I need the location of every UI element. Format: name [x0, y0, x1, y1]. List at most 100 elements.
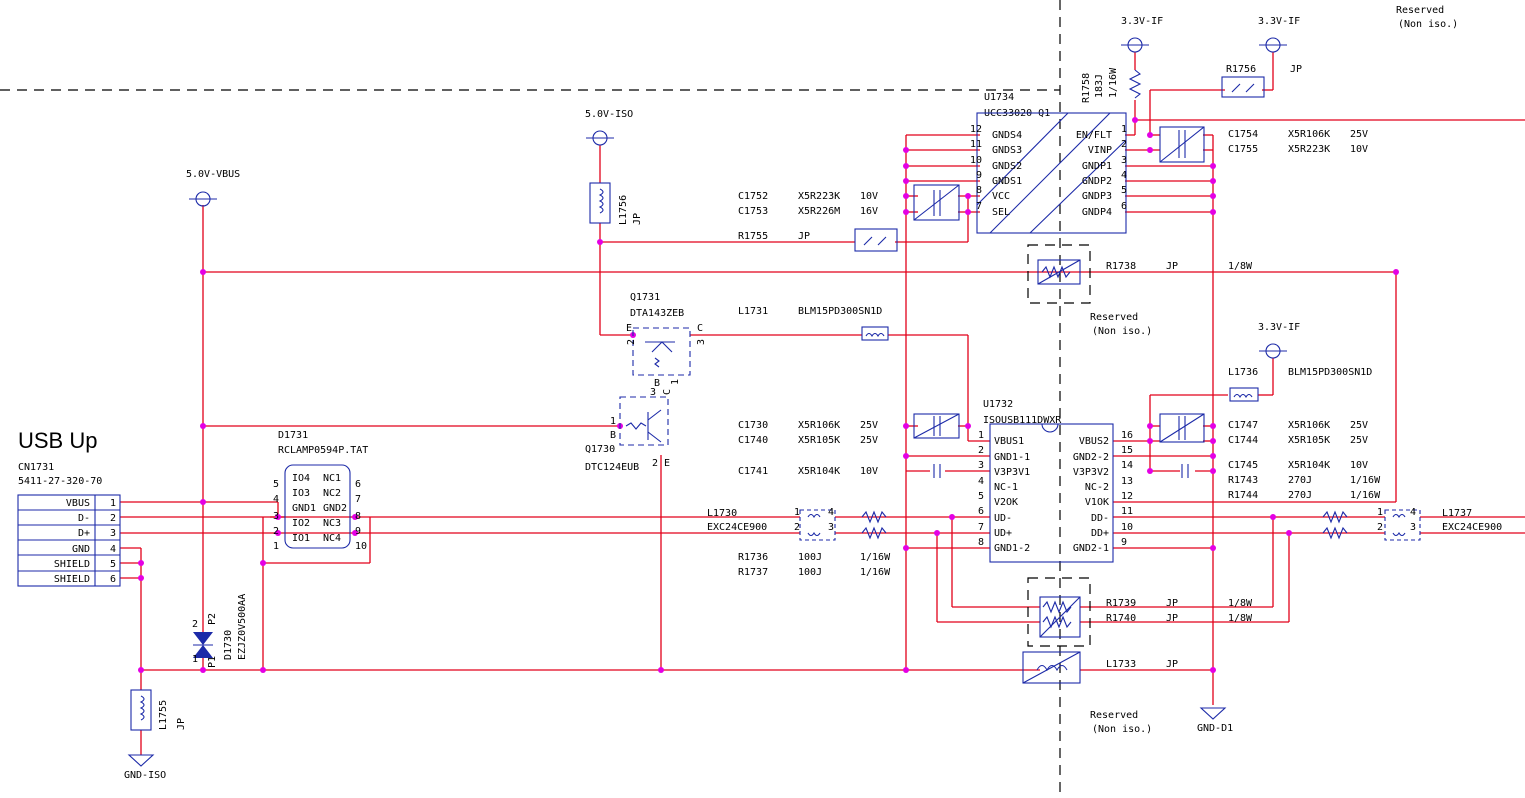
- svg-text:JP: JP: [632, 213, 643, 225]
- svg-text:E: E: [626, 323, 632, 334]
- svg-text:3: 3: [696, 339, 707, 345]
- svg-text:V2OK: V2OK: [994, 497, 1018, 508]
- power-symbol-3v3-if-3: 3.3V-IF: [1258, 322, 1300, 359]
- svg-text:GNDP1: GNDP1: [1082, 161, 1112, 172]
- svg-text:VBUS1: VBUS1: [994, 436, 1024, 447]
- svg-text:12: 12: [970, 124, 982, 135]
- svg-text:C1741: C1741: [738, 466, 768, 477]
- cn-pin-num: 2: [110, 513, 116, 524]
- cn-pin-name: SHIELD: [54, 574, 90, 585]
- capacitor-c1747-c1744: [1159, 413, 1205, 443]
- svg-text:R1739: R1739: [1106, 598, 1136, 609]
- inductor-l1755: L1755 JP: [130, 689, 187, 731]
- svg-text:GND-D1: GND-D1: [1197, 723, 1233, 734]
- junction-dots: [138, 117, 1399, 673]
- svg-text:ISOUSB111DWXR: ISOUSB111DWXR: [983, 415, 1062, 426]
- jumper-r1755: [854, 228, 898, 252]
- svg-text:7: 7: [978, 522, 984, 533]
- svg-text:1: 1: [610, 416, 616, 427]
- svg-text:2: 2: [273, 526, 279, 537]
- choke-l1730: L1730 EXC24CE900 1 4 2 3: [707, 507, 836, 541]
- svg-text:1: 1: [1377, 507, 1383, 518]
- svg-text:L1737: L1737: [1442, 508, 1472, 519]
- power-symbol-3v3-if-2: 3.3V-IF: [1258, 16, 1300, 53]
- svg-text:V3P3V2: V3P3V2: [1073, 467, 1109, 478]
- wires: [120, 52, 1525, 705]
- svg-text:10V: 10V: [860, 466, 878, 477]
- svg-text:P2: P2: [207, 613, 218, 625]
- ic-u1732: U1732 ISOUSB111DWXR VBUS1 GND1-1 V3P3V1 …: [978, 399, 1133, 563]
- cn-pin-num: 6: [110, 574, 116, 585]
- svg-text:C: C: [697, 323, 703, 334]
- capacitor-c1745: [1181, 464, 1189, 478]
- svg-text:L1730: L1730: [707, 508, 737, 519]
- ic-u1734: U1734 UCC33020-Q1 GNDS4 GNDS3 GNDS2 GNDS…: [970, 92, 1127, 234]
- cn-pin-num: 5: [110, 559, 116, 570]
- svg-text:L1755: L1755: [158, 700, 169, 730]
- svg-text:16V: 16V: [860, 206, 878, 217]
- svg-text:IO1: IO1: [292, 533, 310, 544]
- svg-text:7: 7: [355, 494, 361, 505]
- svg-text:L1733: L1733: [1106, 659, 1136, 670]
- svg-text:GNDS1: GNDS1: [992, 176, 1022, 187]
- reserved-notes: Reserved (Non iso.) Reserved (Non iso.) …: [1090, 5, 1458, 735]
- svg-text:GND1-2: GND1-2: [994, 543, 1030, 554]
- svg-text:11: 11: [970, 139, 982, 150]
- svg-text:3: 3: [650, 387, 656, 398]
- svg-text:D1731: D1731: [278, 430, 308, 441]
- power-symbol-vbus: 5.0V-VBUS: [186, 169, 240, 207]
- svg-text:U1734: U1734: [984, 92, 1014, 103]
- svg-text:GND2: GND2: [323, 503, 347, 514]
- svg-text:GND2-1: GND2-1: [1073, 543, 1109, 554]
- svg-text:EXC24CE900: EXC24CE900: [1442, 522, 1502, 533]
- svg-text:D1730: D1730: [223, 630, 234, 660]
- svg-text:JP: JP: [798, 231, 810, 242]
- svg-text:R1740: R1740: [1106, 613, 1136, 624]
- svg-text:Reserved: Reserved: [1396, 5, 1444, 16]
- svg-text:2: 2: [626, 339, 637, 345]
- svg-text:5.0V-ISO: 5.0V-ISO: [585, 109, 633, 120]
- svg-text:4: 4: [273, 494, 279, 505]
- component-labels: C1752 X5R223K 10V C1753 X5R226M 16V R175…: [738, 129, 1381, 670]
- svg-text:IO2: IO2: [292, 518, 310, 529]
- svg-text:12: 12: [1121, 491, 1133, 502]
- svg-text:1/16W: 1/16W: [1108, 67, 1119, 98]
- svg-text:2: 2: [1121, 139, 1127, 150]
- svg-text:DD+: DD+: [1091, 528, 1109, 539]
- svg-text:8: 8: [978, 537, 984, 548]
- svg-text:2: 2: [652, 458, 658, 469]
- isolation-barrier: [0, 0, 1061, 798]
- svg-text:10: 10: [970, 155, 982, 166]
- svg-text:V3P3V1: V3P3V1: [994, 467, 1030, 478]
- svg-text:NC-2: NC-2: [1085, 482, 1109, 493]
- svg-text:C1753: C1753: [738, 206, 768, 217]
- svg-text:GND-ISO: GND-ISO: [124, 770, 166, 781]
- svg-text:11: 11: [1121, 506, 1133, 517]
- svg-text:3: 3: [1121, 155, 1127, 166]
- svg-text:X5R223K: X5R223K: [798, 191, 840, 202]
- svg-text:R1756: R1756: [1226, 64, 1256, 75]
- svg-text:(Non iso.): (Non iso.): [1398, 19, 1458, 30]
- svg-text:R1758: R1758: [1081, 73, 1092, 103]
- svg-text:2: 2: [978, 445, 984, 456]
- svg-text:1/8W: 1/8W: [1228, 598, 1253, 609]
- tvs-diode-d1730: 2 1 P2 P1 D1730 EZJZ0V500AA: [192, 594, 248, 668]
- svg-text:EZJZ0V500AA: EZJZ0V500AA: [237, 594, 248, 660]
- svg-text:25V: 25V: [1350, 435, 1368, 446]
- svg-text:SEL: SEL: [992, 207, 1010, 218]
- svg-text:R1736: R1736: [738, 552, 768, 563]
- capacitor-c1730-c1740: [913, 413, 960, 439]
- svg-text:GND1-1: GND1-1: [994, 452, 1030, 463]
- svg-text:100J: 100J: [798, 567, 822, 578]
- svg-text:B: B: [610, 430, 616, 441]
- svg-text:VINP: VINP: [1088, 145, 1112, 156]
- inductor-l1756: L1756 JP: [589, 182, 643, 225]
- ground-symbol-iso: GND-ISO: [124, 730, 166, 781]
- svg-text:EN/FLT: EN/FLT: [1076, 130, 1112, 141]
- ground-symbol-d1: GND-D1: [1197, 707, 1233, 734]
- svg-text:5: 5: [273, 479, 279, 490]
- svg-text:V1OK: V1OK: [1085, 497, 1109, 508]
- cn-pin-name: D-: [78, 513, 90, 524]
- svg-text:6: 6: [978, 506, 984, 517]
